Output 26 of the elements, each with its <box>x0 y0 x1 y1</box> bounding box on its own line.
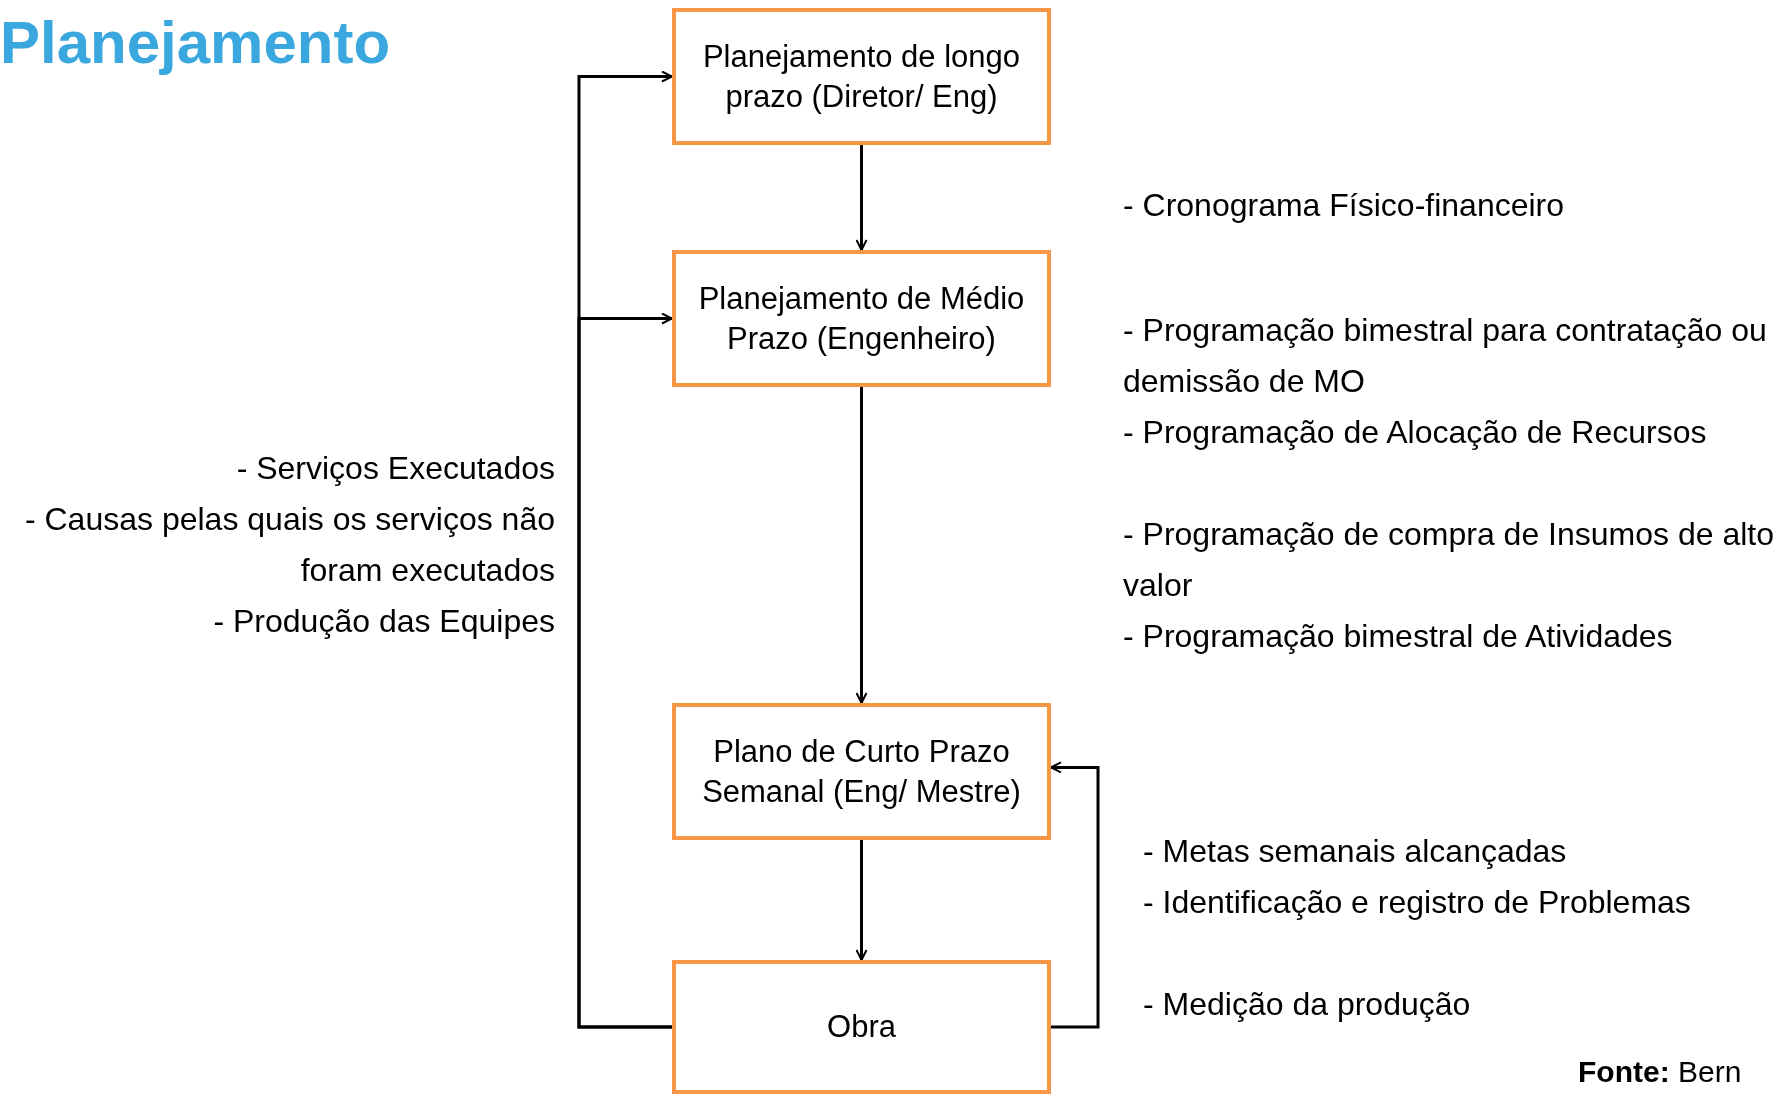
process-box <box>672 960 1051 1094</box>
source-note: Fonte: Bern <box>1578 1054 1742 1090</box>
box-label: Planejamento de longo prazo (Diretor/ Eng) <box>701 37 1022 116</box>
note-text: - Identificação e registro de Problemas <box>1143 883 1692 922</box>
note-text: - Produção das Equipes <box>212 602 555 641</box>
box-label: Plano de Curto Prazo Semanal (Eng/ Mestre) <box>701 732 1022 811</box>
process-box <box>672 703 1051 840</box>
note-text: - Serviços Executados <box>235 449 555 488</box>
arrow <box>577 312 673 1029</box>
note-text: - Cronograma Físico-financeiro <box>1123 186 1566 225</box>
arrow <box>855 145 868 251</box>
note-text: - Metas semanais alcançadas <box>1143 832 1568 871</box>
title: Planejamento <box>0 8 391 77</box>
note-text: - Medição da produção <box>1143 985 1472 1024</box>
note-text: - Programação bimestral de Atividades <box>1123 617 1674 656</box>
box-label: Planejamento de Médio Prazo (Engenheiro) <box>697 279 1026 358</box>
arrow <box>1050 761 1100 1029</box>
arrow <box>855 840 868 961</box>
note-text: - Programação bimestral para contratação ou demissão de MO <box>1123 311 1768 401</box>
note-text: - Programação de Alocação de Recursos <box>1123 413 1708 452</box>
process-box <box>672 250 1051 387</box>
box-label: Obra <box>827 1008 896 1046</box>
note-text: - Causas pelas quais os serviços não foram executados <box>23 500 555 590</box>
note-text: - Programação de compra de Insumos de alto valor <box>1123 515 1775 605</box>
arrow <box>855 387 868 704</box>
process-box <box>672 8 1051 145</box>
